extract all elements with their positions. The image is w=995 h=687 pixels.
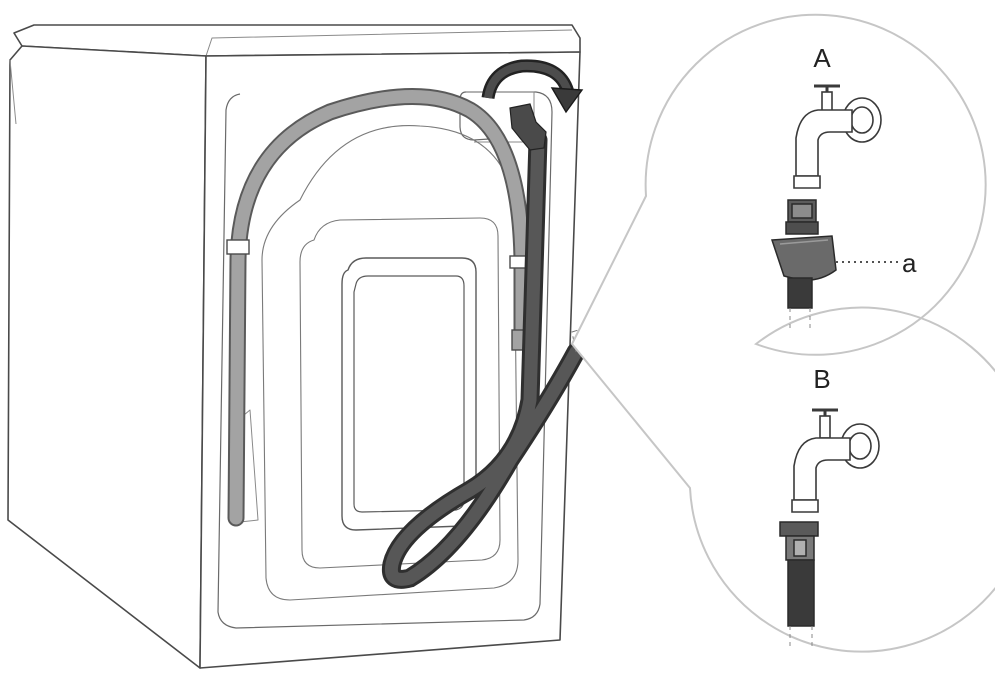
variant-b: B [779, 364, 880, 650]
hose-end-b [779, 521, 819, 650]
tap-a [793, 84, 882, 189]
back-plate [217, 91, 553, 629]
variant-a: A a [770, 43, 917, 330]
inlet-adapter-a [770, 199, 837, 330]
callout-bubble [570, 13, 995, 653]
variant-b-label: B [813, 364, 830, 394]
variant-a-label: A [813, 43, 831, 73]
hose-clip-left [226, 239, 250, 255]
machine-left-side [7, 45, 207, 669]
part-a-label: a [902, 248, 917, 278]
tap-b [791, 408, 880, 513]
back-emboss-outer [261, 125, 519, 601]
inlet-valve-connector [509, 103, 547, 151]
rotate-arrow-icon [481, 59, 584, 114]
back-emboss-inner [299, 217, 501, 569]
